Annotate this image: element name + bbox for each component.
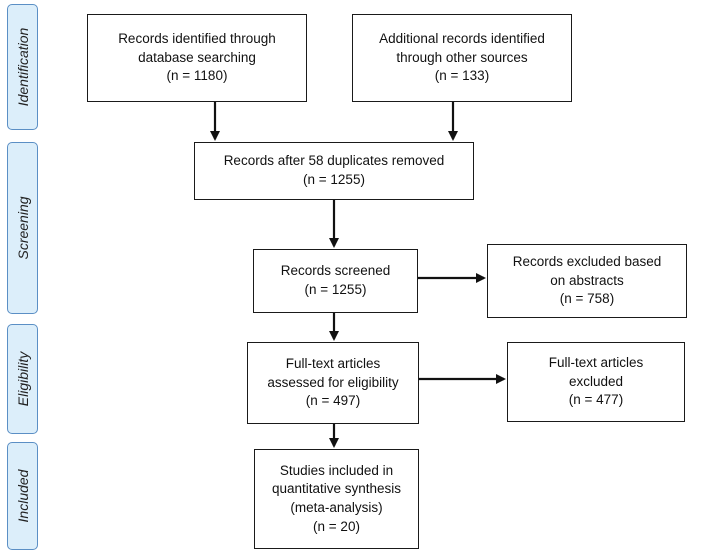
box-included-count: (n = 20) — [313, 518, 360, 534]
box-after-duplicates-count: (n = 1255) — [303, 172, 365, 187]
box-after-duplicates: Records after 58 duplicates removed (n =… — [194, 142, 474, 200]
box-fulltext-assessed-count: (n = 497) — [305, 393, 361, 409]
stage-screening-label: Screening — [14, 196, 31, 260]
box-database-records-line1: Records identified through — [118, 31, 276, 47]
stage-eligibility-label: Eligibility — [14, 351, 31, 407]
box-included: Studies included in quantitative synthes… — [254, 449, 419, 549]
box-database-records-line2: database searching — [138, 49, 256, 65]
box-fulltext-excluded-count: (n = 477) — [568, 392, 624, 408]
prisma-flow-diagram: Identification Screening Eligibility Inc… — [7, 4, 694, 552]
box-screened: Records screened (n = 1255) — [253, 249, 418, 313]
box-fulltext-excluded-line2: excluded — [568, 373, 624, 389]
box-database-records: Records identified through database sear… — [87, 14, 307, 102]
box-other-records-line2: through other sources — [396, 49, 528, 65]
box-after-duplicates-line1: Records after 58 duplicates removed — [223, 153, 445, 169]
box-other-records-line1: Additional records identified — [379, 31, 545, 47]
box-excluded-abstracts: Records excluded based on abstracts (n =… — [487, 244, 687, 318]
box-other-records: Additional records identified through ot… — [352, 14, 572, 102]
box-excluded-abstracts-line1: Records excluded based — [512, 254, 662, 270]
box-fulltext-assessed-line2: assessed for eligibility — [267, 374, 399, 390]
box-included-line1: Studies included in — [279, 462, 394, 478]
box-excluded-abstracts-line2: on abstracts — [550, 272, 624, 288]
box-fulltext-excluded: Full-text articles excluded (n = 477) — [507, 342, 685, 422]
box-screened-line1: Records screened — [280, 263, 391, 279]
stage-included: Included — [7, 442, 38, 550]
box-screened-count: (n = 1255) — [304, 282, 367, 297]
box-excluded-abstracts-count: (n = 758) — [559, 291, 615, 307]
box-database-records-count: (n = 1180) — [166, 68, 228, 84]
box-fulltext-assessed: Full-text articles assessed for eligibil… — [247, 342, 419, 424]
stage-identification-label: Identification — [14, 27, 31, 107]
box-included-line3: (meta-analysis) — [290, 500, 383, 515]
stage-identification: Identification — [7, 4, 38, 130]
box-other-records-count: (n = 133) — [434, 68, 490, 84]
stage-eligibility: Eligibility — [7, 324, 38, 434]
stage-screening: Screening — [7, 142, 38, 314]
stage-included-label: Included — [14, 469, 31, 523]
box-included-line2: quantitative synthesis — [271, 481, 402, 497]
box-fulltext-excluded-line1: Full-text articles — [548, 355, 644, 371]
box-fulltext-assessed-line1: Full-text articles — [285, 356, 381, 372]
